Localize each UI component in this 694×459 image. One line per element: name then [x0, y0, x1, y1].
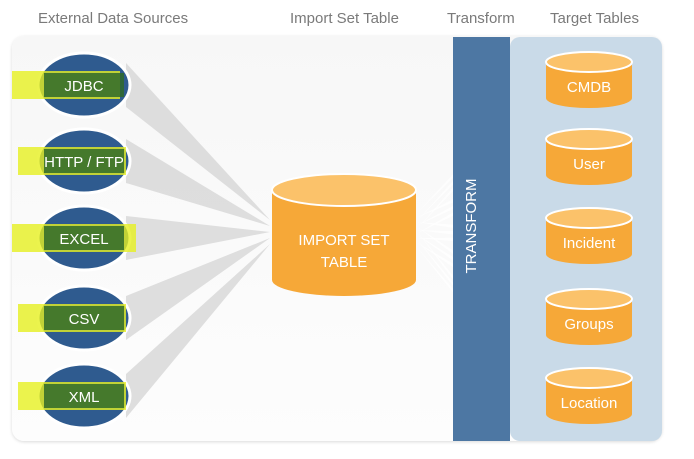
target-cylinder-body [546, 218, 632, 264]
target-cylinder-top [545, 288, 633, 310]
source-label: JDBC [64, 78, 103, 95]
target-cylinder-body [546, 299, 632, 345]
transform-bar [453, 37, 510, 441]
target-cylinder-top [545, 128, 633, 150]
target-cylinder-body [546, 62, 632, 108]
import-label-line2: TABLE [321, 254, 367, 271]
target-label: CMDB [567, 79, 611, 96]
target-cylinder-body [546, 139, 632, 185]
source-xml: XML [18, 362, 132, 430]
target-cylinder-top [545, 207, 633, 229]
inbound-arrows [126, 63, 270, 418]
source-csv: CSV [18, 284, 132, 352]
highlight-mark [44, 149, 124, 173]
header-transform: Transform [447, 10, 515, 27]
external-data-sources: JDBC HTTP / FTP EXCEL CSV XML [12, 51, 136, 430]
inbound-arrow [126, 238, 270, 340]
target-label: Groups [564, 316, 613, 333]
target-label: User [573, 156, 605, 173]
target-cylinder-top [545, 51, 633, 73]
highlight-mark [44, 226, 124, 250]
source-http-ftp: HTTP / FTP [18, 127, 132, 195]
header-target-tables: Target Tables [550, 10, 639, 27]
highlight-mark [44, 384, 124, 408]
source-label: HTTP / FTP [44, 154, 124, 171]
source-label: EXCEL [59, 231, 108, 248]
target-groups: Groups [545, 288, 633, 345]
target-incident: Incident [545, 207, 633, 264]
transform-label: TRANSFORM [463, 179, 480, 274]
source-excel: EXCEL [12, 204, 136, 272]
header-external-data-sources: External Data Sources [38, 10, 189, 27]
cylinder-top [271, 173, 417, 207]
target-location: Location [545, 367, 633, 424]
cylinder-body [272, 190, 416, 296]
inbound-arrow [126, 244, 270, 418]
header-import-set-table: Import Set Table [290, 10, 399, 27]
target-user: User [545, 128, 633, 185]
inbound-arrow [126, 63, 270, 220]
inbound-arrow [126, 139, 270, 226]
target-label: Incident [563, 235, 616, 252]
import-set-table-cylinder: IMPORT SET TABLE [271, 173, 417, 296]
source-label: XML [69, 389, 100, 406]
highlight-mark [44, 73, 124, 97]
target-cylinder-top [545, 367, 633, 389]
target-cmdb: CMDB [545, 51, 633, 108]
source-jdbc: JDBC [12, 51, 132, 119]
source-label: CSV [69, 311, 100, 328]
target-label: Location [561, 395, 618, 412]
highlight-mark [44, 306, 124, 330]
target-cylinder-body [546, 378, 632, 424]
inbound-arrow [126, 216, 270, 260]
import-label-line1: IMPORT SET [298, 232, 389, 249]
